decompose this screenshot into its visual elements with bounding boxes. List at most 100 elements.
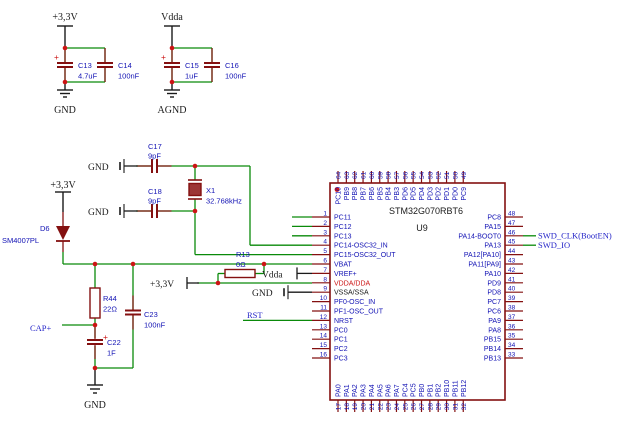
net-label-swd-clk[interactable]: SWD_CLK(BootEN)	[538, 231, 612, 241]
pin-name: PC10	[336, 187, 343, 205]
power-flag-3v3: +3,3V	[150, 280, 174, 290]
pin-name: PB0	[419, 384, 426, 397]
crystal-body	[188, 182, 202, 197]
pin-name: PB12	[461, 380, 468, 397]
pin-number: 18	[344, 403, 351, 411]
capacitor-c15[interactable]	[164, 48, 180, 82]
pin-name: PD3	[427, 187, 434, 201]
capacitor-c14[interactable]	[97, 48, 113, 82]
pin-name: NRST	[334, 318, 354, 325]
pin-name: PB1	[427, 384, 434, 397]
pin-number: 1	[323, 211, 327, 218]
pin-number: 51	[444, 171, 451, 179]
pin-number: 37	[508, 314, 516, 321]
pin-number: 19	[352, 403, 359, 411]
pin-name: PC13	[334, 233, 352, 240]
pin-name: PA15	[484, 224, 501, 231]
junction-dot	[169, 79, 175, 85]
value-c16: 100nF	[225, 72, 247, 81]
pin-name: PF1-OSC_OUT	[334, 309, 384, 316]
pin-number: 46	[508, 229, 516, 236]
polarity-plus: +	[54, 52, 59, 62]
pin-number: 12	[320, 314, 328, 321]
capacitor-c16[interactable]	[204, 48, 220, 82]
value-d6: SM4007PL	[2, 236, 39, 245]
pin-number: 20	[361, 403, 368, 411]
pin-name: PB3	[394, 187, 401, 200]
pin-name: PA6	[386, 384, 393, 397]
pin-name: PC4	[402, 383, 409, 397]
capacitor-c23[interactable]	[125, 295, 141, 330]
pin-number: 42	[508, 267, 516, 274]
pin-number: 15	[320, 342, 328, 349]
pin-number: 21	[369, 403, 376, 411]
pin-name: PB7	[361, 187, 368, 200]
pin-name: PC5	[411, 383, 418, 397]
net-label-cap-plus[interactable]: CAP+	[30, 323, 52, 333]
pin-name: VBAT	[334, 262, 352, 269]
net-label-rst[interactable]: RST	[247, 310, 263, 320]
pin-name: VREF+	[334, 271, 357, 278]
pin-name: PC0	[334, 327, 348, 334]
resistor-r44[interactable]	[89, 287, 101, 319]
pin-number: 17	[336, 403, 343, 411]
pin-name: PB11	[452, 380, 459, 397]
pin-name: PB13	[484, 356, 501, 363]
labels-layer: STM32G070RBT6U91PC112PC123PC134PC14-OSC3…	[2, 12, 612, 411]
pin-number: 50	[452, 171, 459, 179]
pin-number: 33	[508, 352, 516, 359]
ref-r13: R13	[236, 250, 250, 259]
diode-d6[interactable]	[56, 212, 70, 252]
pin-number: 23	[386, 403, 393, 411]
capacitor-c22[interactable]	[87, 325, 103, 359]
value-x1: 32.768kHz	[206, 197, 242, 206]
pin-number: 49	[461, 171, 468, 179]
junction-dot	[130, 261, 136, 267]
pin-name: PA9	[488, 318, 501, 325]
ref-d6: D6	[40, 224, 50, 233]
pin-name: PB10	[444, 380, 451, 397]
pin-number: 60	[369, 171, 376, 179]
pin-name: PC6	[487, 309, 501, 316]
capacitor-c13[interactable]	[57, 48, 73, 82]
pin-name: PC1	[334, 337, 348, 344]
junction-dot	[192, 163, 198, 169]
value-c18: 9pF	[148, 197, 161, 206]
power-label-3v3: +3,3V	[50, 180, 76, 191]
crystal-x1[interactable]	[188, 179, 202, 200]
capacitor-c18[interactable]	[137, 204, 172, 218]
ref-c14: C14	[118, 61, 132, 70]
ic-u9[interactable]	[312, 171, 523, 412]
pin-name: PA14-BOOT0	[458, 233, 501, 240]
gnd-label: GND	[54, 105, 76, 116]
net-label-swd-io[interactable]: SWD_IO	[538, 240, 570, 250]
pin-name: PA5	[377, 384, 384, 397]
pin-name: PC15-OSC32_OUT	[334, 252, 396, 259]
junction-dot	[215, 280, 221, 286]
pin-number: 10	[320, 295, 328, 302]
value-c17: 9pF	[148, 152, 161, 161]
pin-number: 47	[508, 220, 516, 227]
junction-dot	[62, 45, 68, 51]
junction-dot	[62, 79, 68, 85]
pin-name: PD5	[411, 187, 418, 201]
pin-number: 30	[444, 403, 451, 411]
gnd-flag-label: GND	[88, 208, 109, 218]
value-c22: 1F	[107, 349, 116, 358]
pin-number: 58	[386, 171, 393, 179]
pin-number: 4	[323, 239, 327, 246]
pin-number: 6	[323, 258, 327, 265]
value-c23: 100nF	[144, 321, 166, 330]
pin-number: 29	[436, 403, 443, 411]
capacitor-c17[interactable]	[137, 159, 172, 173]
value-c14: 100nF	[118, 72, 140, 81]
pin-name: PA3	[361, 384, 368, 397]
pin1-marker	[334, 187, 340, 192]
ic-body[interactable]	[329, 182, 506, 401]
resistor-r13[interactable]	[224, 268, 256, 279]
power-label-vdda: Vdda	[161, 12, 183, 23]
pin-number: 5	[323, 248, 327, 255]
junction-dot	[92, 365, 98, 371]
resistor-body	[224, 268, 256, 279]
